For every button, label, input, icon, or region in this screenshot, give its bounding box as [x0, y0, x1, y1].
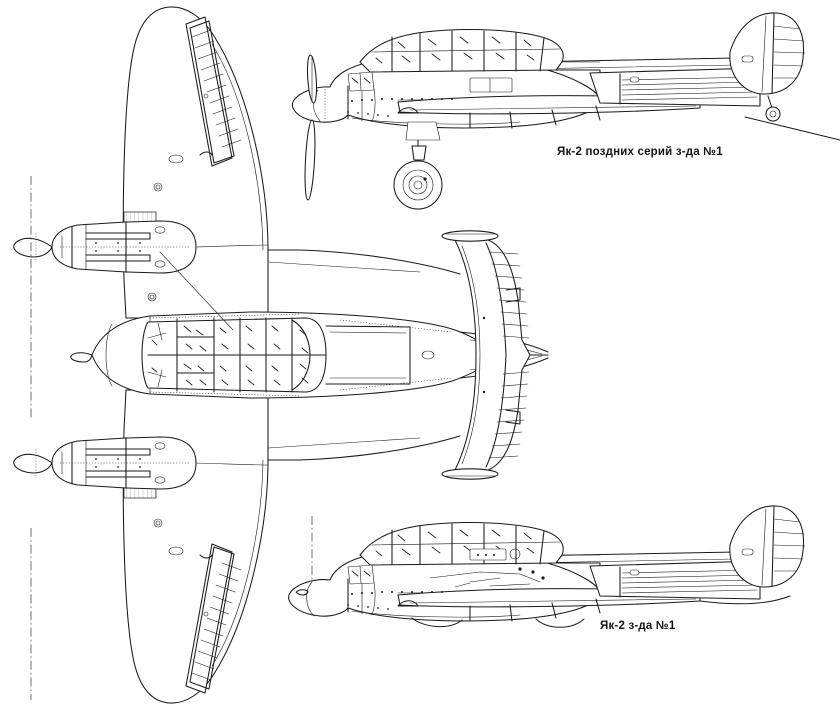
view-side-early — [288, 505, 806, 628]
propeller-top — [304, 54, 318, 201]
belly-panels-bottom — [469, 598, 601, 622]
nose-glazing-top — [347, 71, 375, 92]
canopy-plan — [141, 317, 327, 393]
belly-panels-top — [469, 105, 601, 129]
fuselage-window-bottom — [629, 569, 640, 576]
wing-root-detail-bottom — [429, 571, 541, 588]
antenna-mast-plan — [147, 292, 157, 302]
fuselage-panel-lines-plan — [149, 313, 453, 397]
tailwheel-top — [765, 95, 781, 122]
intake-scoop-top — [397, 107, 419, 114]
canopy-top — [359, 29, 564, 73]
canopy-bottom — [359, 522, 564, 566]
engine-nacelle-port — [13, 220, 269, 274]
gear-door-top — [405, 121, 441, 141]
rivet-line-bottom — [347, 591, 443, 610]
ground-line-top — [744, 116, 840, 141]
caption-late-series: Як-2 поздних серий з-да №1 — [557, 146, 723, 158]
nose-glazing-bottom — [347, 564, 375, 585]
intake-scoop-bottom — [397, 600, 419, 607]
fin-plan-port — [441, 230, 499, 242]
fuselage-window-top — [629, 76, 640, 83]
fuselage-port-plan — [421, 350, 435, 360]
vertical-fin-top — [729, 12, 806, 95]
antenna-wire-plan — [159, 251, 234, 331]
engine-nacelle-starboard — [13, 436, 269, 490]
gear-bulges-bottom — [411, 617, 585, 628]
view-side-late — [292, 12, 840, 210]
caption-early-series: Як-2 з-да №1 — [600, 620, 676, 632]
vertical-fin-bottom — [729, 505, 806, 588]
tailplane-plan — [454, 237, 531, 473]
dorsal-hatch-plan — [325, 325, 411, 385]
fin-plan-starboard — [441, 468, 499, 480]
rear-underside-bottom — [699, 595, 791, 605]
nose-bottom — [288, 579, 349, 617]
view-plan — [13, 6, 549, 704]
rivet-line-top — [347, 98, 453, 117]
wing-trailing-edge — [267, 249, 461, 461]
